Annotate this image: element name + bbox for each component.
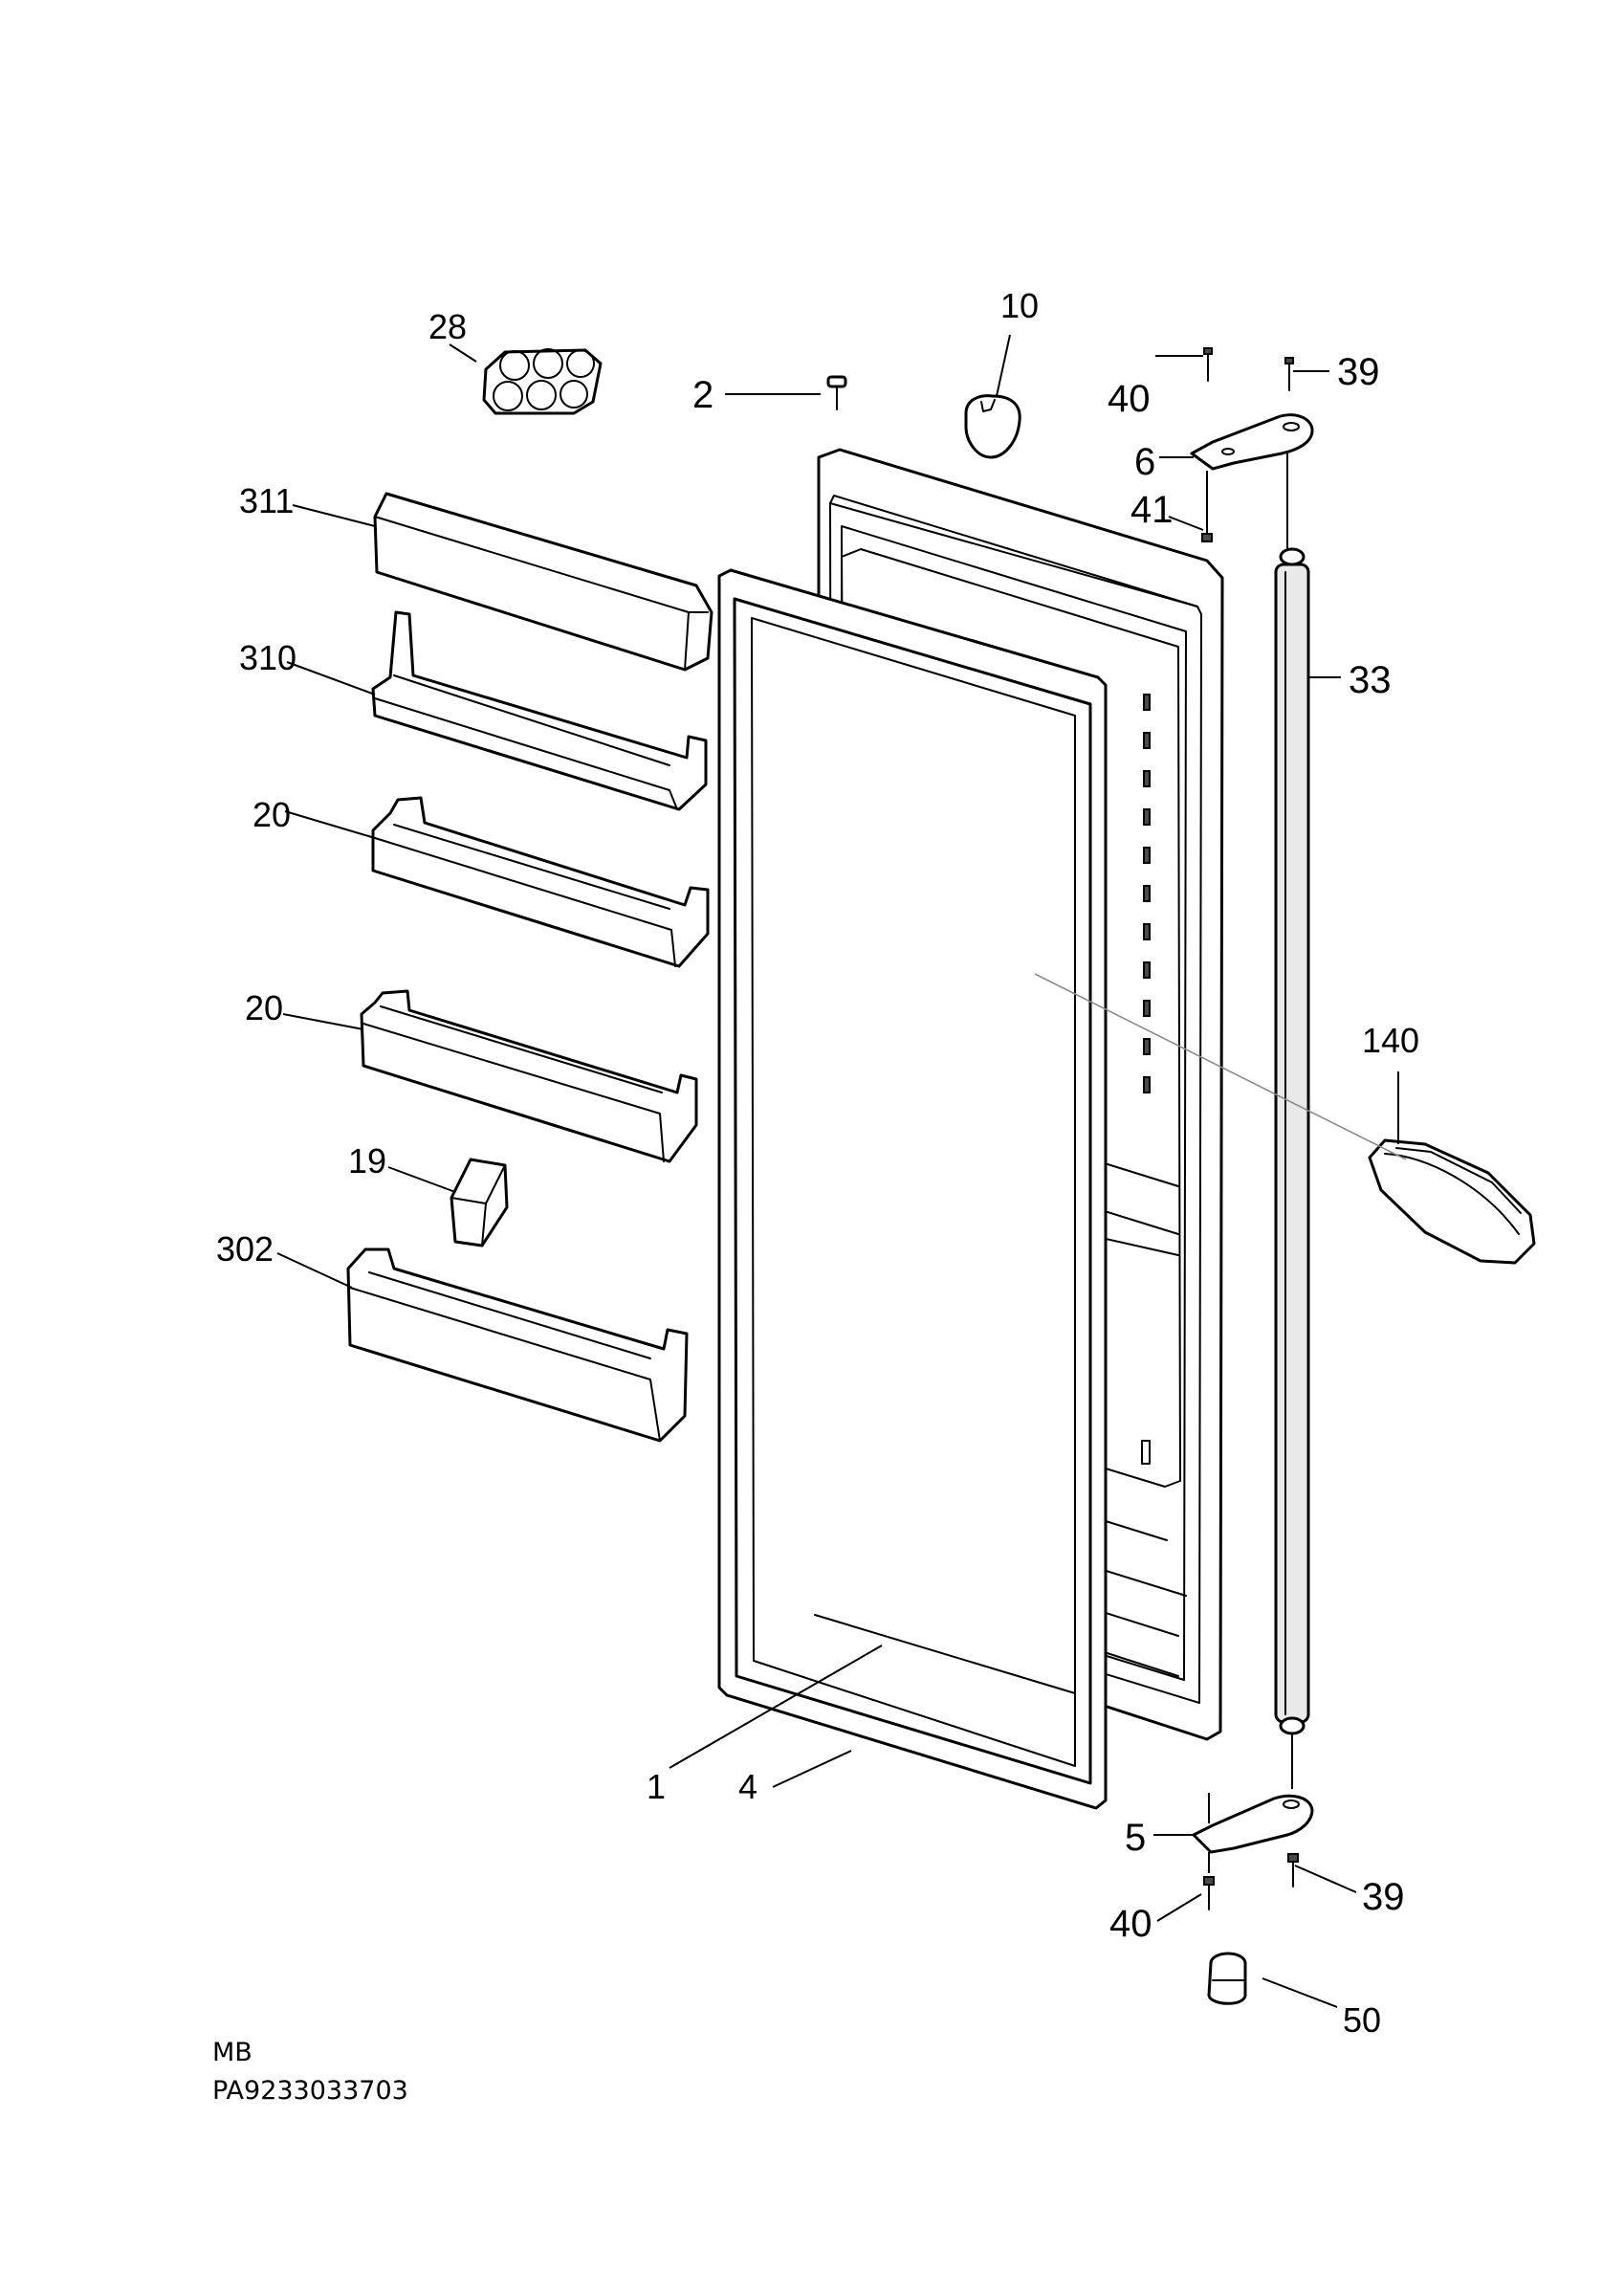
model-code: MB <box>212 2038 252 2067</box>
egg-tray <box>482 348 603 415</box>
hinge-pin-screw <box>1201 453 1288 549</box>
door-bin-middle-a <box>371 796 710 968</box>
label-19: 19 <box>348 1141 386 1181</box>
dairy-shelf <box>1368 1138 1536 1265</box>
label-5: 5 <box>1125 1817 1146 1859</box>
bottom-hinge-screws <box>1203 1853 1299 1910</box>
label-40-bottom: 40 <box>1109 1903 1152 1945</box>
top-hinge-bracket <box>1190 413 1314 471</box>
label-310: 310 <box>239 638 296 677</box>
bin-divider <box>450 1158 509 1247</box>
part-list-code: PA9233033703 <box>212 2076 408 2106</box>
door-bin-middle-b <box>360 989 698 1163</box>
door-foot <box>1207 1952 1247 2005</box>
bottle-bin <box>346 1247 689 1443</box>
label-140: 140 <box>1362 1021 1419 1060</box>
bottom-hinge-bracket <box>1192 1793 1314 1873</box>
label-50: 50 <box>1343 2000 1381 2040</box>
label-1: 1 <box>647 1767 666 1806</box>
top-screw <box>826 375 847 410</box>
top-hinge-screws <box>1203 347 1294 391</box>
door-bin-top <box>371 610 708 811</box>
label-41: 41 <box>1130 489 1174 531</box>
label-39-bottom: 39 <box>1362 1876 1405 1918</box>
label-311: 311 <box>239 481 294 520</box>
label-302: 302 <box>216 1229 274 1269</box>
label-40-top: 40 <box>1108 378 1151 420</box>
part-number-labels: 28 10 2 40 39 6 41 311 310 33 20 20 140 … <box>216 286 1419 2040</box>
label-4: 4 <box>738 1767 757 1806</box>
label-39-top: 39 <box>1337 351 1380 393</box>
label-28: 28 <box>428 307 467 346</box>
door-gasket <box>717 568 1108 1810</box>
label-20-b: 20 <box>245 988 283 1027</box>
door-rod <box>1274 547 1310 1789</box>
label-6: 6 <box>1134 441 1155 483</box>
label-33: 33 <box>1349 659 1392 701</box>
door-badge <box>964 394 1021 459</box>
label-2: 2 <box>692 374 713 416</box>
bin-cover <box>373 492 713 672</box>
label-20-a: 20 <box>252 795 291 834</box>
shelf-pegs-right <box>1143 694 1151 1093</box>
label-10: 10 <box>1000 286 1039 325</box>
leader-lines <box>276 334 1407 2008</box>
